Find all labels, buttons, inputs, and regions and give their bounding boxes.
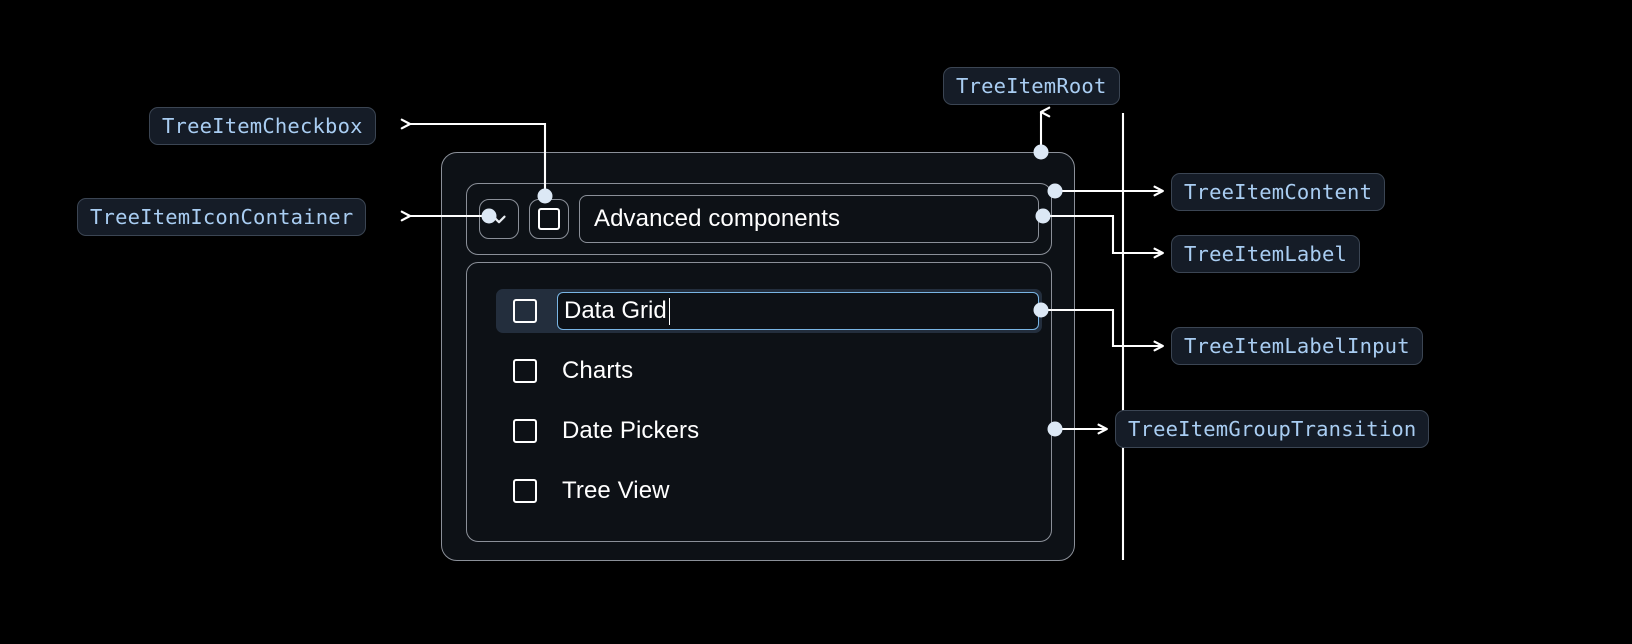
annotation-tree-item-group-transition: TreeItemGroupTransition <box>1115 410 1430 448</box>
tree-item-group-transition: Data Grid Charts Date Pickers Tree View <box>466 262 1052 542</box>
tree-item-label[interactable]: Advanced components <box>579 195 1039 243</box>
tree-item-label[interactable]: Charts <box>562 357 634 384</box>
annotation-tree-item-checkbox: TreeItemCheckbox <box>149 107 376 145</box>
tree-item-row[interactable]: Data Grid <box>496 289 1042 333</box>
tree-item-row[interactable]: Charts <box>496 349 1042 393</box>
checkbox-unchecked-icon[interactable] <box>513 479 537 503</box>
tree-item-row[interactable]: Date Pickers <box>496 409 1042 453</box>
tree-item-checkbox[interactable] <box>529 199 569 239</box>
tree-item-label-input[interactable]: Data Grid <box>557 292 1039 330</box>
annotation-tree-item-label-input: TreeItemLabelInput <box>1171 327 1423 365</box>
tree-item-row[interactable]: Tree View <box>496 469 1042 513</box>
annotation-tree-item-content: TreeItemContent <box>1171 173 1386 211</box>
tree-item-content[interactable]: Advanced components <box>466 183 1052 255</box>
annotation-tree-item-root: TreeItemRoot <box>943 67 1120 105</box>
chevron-down-icon <box>492 215 506 224</box>
checkbox-unchecked-icon <box>538 208 560 230</box>
checkbox-unchecked-icon[interactable] <box>513 299 537 323</box>
checkbox-unchecked-icon[interactable] <box>513 419 537 443</box>
checkbox-unchecked-icon[interactable] <box>513 359 537 383</box>
text-caret <box>668 297 671 325</box>
annotation-tree-item-label: TreeItemLabel <box>1171 235 1361 273</box>
tree-item-icon-container[interactable] <box>479 199 519 239</box>
tree-item-label[interactable]: Tree View <box>562 477 670 504</box>
annotation-tree-item-icon-container: TreeItemIconContainer <box>77 198 367 236</box>
tree-item-label-input-value: Data Grid <box>564 297 667 324</box>
tree-item-label[interactable]: Date Pickers <box>562 417 700 444</box>
tree-item-root[interactable]: Advanced components Data Grid Charts Dat… <box>441 152 1075 561</box>
